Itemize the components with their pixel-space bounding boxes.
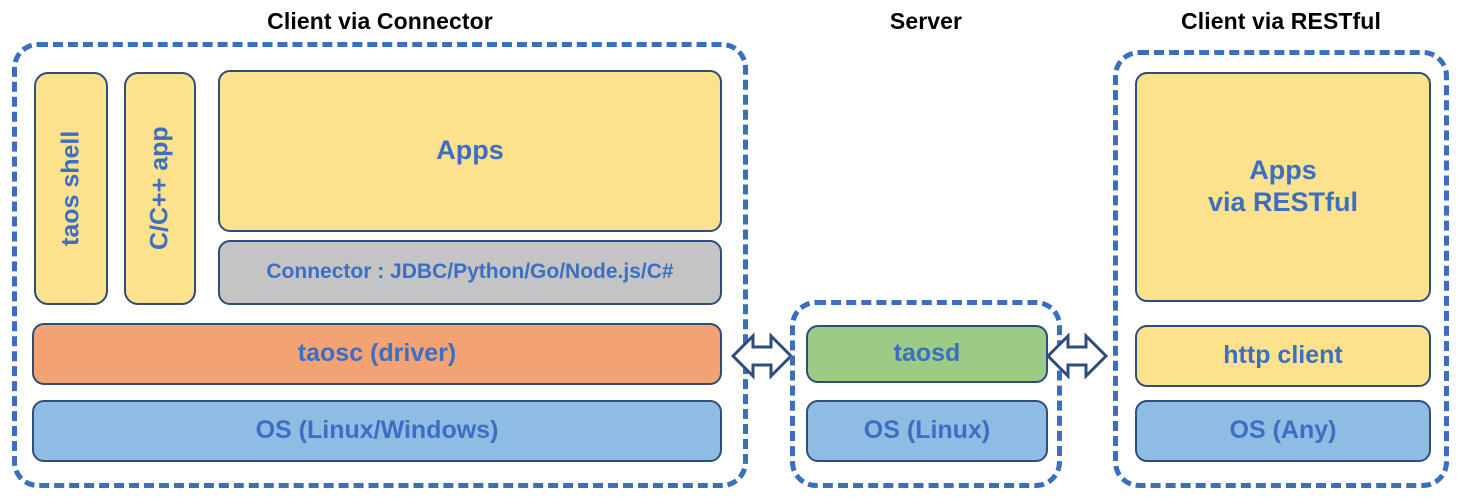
box-apps-connector[interactable]: Apps (218, 70, 722, 232)
panel-title-server: Server (889, 8, 963, 34)
panel-server (790, 300, 1062, 488)
box-os-linux[interactable]: OS (Linux) (806, 400, 1048, 462)
box-os-any[interactable]: OS (Any) (1135, 400, 1431, 462)
box-http-client[interactable]: http client (1135, 325, 1431, 387)
panel-title-client-restful: Client via RESTful (1181, 8, 1381, 34)
panel-client-connector (12, 42, 748, 488)
box-taosc-driver[interactable]: taosc (driver) (32, 323, 722, 385)
double-headed-arrow-icon-right (1046, 328, 1108, 384)
box-connector-list[interactable]: Connector : JDBC/Python/Go/Node.js/C# (218, 240, 722, 305)
box-apps-via-restful-line1: Apps (1249, 155, 1317, 186)
box-apps-via-restful[interactable]: Apps via RESTful (1135, 72, 1431, 302)
box-c-cpp-app[interactable]: C/C++ app (124, 72, 196, 305)
box-taosd[interactable]: taosd (806, 325, 1048, 383)
box-apps-via-restful-line2: via RESTful (1207, 187, 1359, 217)
panel-title-client-connector: Client via Connector (267, 8, 493, 34)
double-headed-arrow-icon-left (731, 328, 793, 384)
box-taos-shell[interactable]: taos shell (34, 72, 108, 305)
box-os-linux-windows[interactable]: OS (Linux/Windows) (32, 400, 722, 462)
panel-client-restful (1113, 50, 1449, 488)
